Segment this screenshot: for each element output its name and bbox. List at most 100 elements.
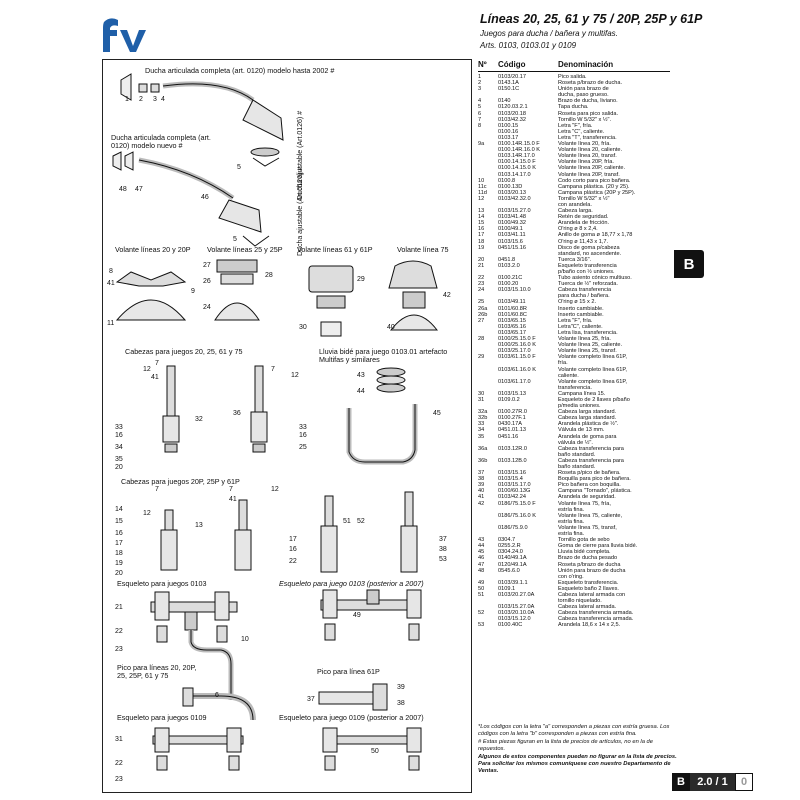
callout: 16 — [299, 432, 307, 439]
row-code: 0103/15.13 — [498, 390, 526, 397]
row-number: 1 — [478, 74, 482, 80]
callout: 22 — [115, 760, 123, 767]
row-code: 0103.17 — [498, 134, 519, 141]
label-esq-0109: Esqueleto para juegos 0109 — [117, 713, 207, 722]
row-description: p/media uniones. — [558, 403, 601, 410]
row-description: Esqueleto transferencia. — [558, 579, 619, 586]
col-number: Nº — [478, 60, 487, 69]
row-number: 53 — [478, 622, 485, 629]
row-code: 0103/20.10.0A — [498, 610, 535, 617]
row-number: 36a — [478, 445, 488, 452]
callout: 22 — [115, 628, 123, 635]
row-code: 0103/15.27.0A — [498, 604, 535, 611]
note-estria: *Los códigos con la letra "a" correspond… — [478, 724, 670, 737]
callout: 23 — [115, 646, 123, 653]
table-row: baño standard. — [478, 452, 670, 458]
row-description: ducha, paso grueso. — [558, 92, 609, 99]
parts-drawing-svg — [112, 73, 439, 771]
row-number: 32a — [478, 409, 488, 416]
row-description: con arandela. — [558, 201, 592, 208]
row-description: Volante línea 20P, fría. — [558, 159, 614, 166]
row-code: 0120/49.1A — [498, 561, 527, 568]
row-code: 0103/41.11 — [498, 232, 526, 239]
row-description: tornillo niquelado. — [558, 598, 602, 605]
label-cabezas-a: Cabezas para juegos 20, 25, 61 y 75 — [125, 347, 243, 356]
row-description: válvula de ½". — [558, 439, 593, 446]
page-subtitle: Juegos para ducha / bañera y multifas. — [480, 29, 618, 38]
row-number: 39 — [478, 482, 485, 489]
row-description: Cabeza lateral armada con — [558, 591, 626, 598]
row-description: Cabeza larga. — [558, 208, 593, 215]
row-code: 0100.40C — [498, 622, 523, 629]
row-description: Codo corto para pico bañera. — [558, 177, 631, 184]
row-number: 30 — [478, 390, 485, 397]
callout: 39 — [397, 684, 405, 691]
row-code: 0100.14.15.0 F — [498, 159, 536, 166]
row-code: 0103/65.15 — [498, 317, 526, 324]
callout: 52 — [357, 518, 365, 525]
row-description: Goma de cierre para lluvia bidé. — [558, 543, 638, 550]
callout: 5 — [237, 164, 241, 171]
row-code: 0451/15.16 — [498, 244, 526, 251]
callout: 7 — [271, 366, 275, 373]
row-description: Roseta p/pico de bañera. — [558, 470, 621, 477]
row-number: 37 — [478, 470, 485, 477]
row-description: Arandela de goma para — [558, 433, 617, 440]
callout: 34 — [115, 444, 123, 451]
row-number: 45 — [478, 549, 485, 556]
table-row: válvula de ½". — [478, 440, 670, 446]
row-number: 51 — [478, 591, 485, 598]
row-description: estría fina. — [558, 506, 585, 513]
row-code: 0103/15.17.0 — [498, 482, 531, 489]
row-code: 0103/39.1.1 — [498, 579, 528, 586]
row-code: 0140/49.1A — [498, 555, 527, 562]
table-row: fría. — [478, 360, 670, 366]
callout: 38 — [397, 700, 405, 707]
callout: 12 — [143, 366, 151, 373]
row-code: 0451.8 — [498, 256, 516, 263]
row-description: Tubo asiento cónico multiuso. — [558, 275, 632, 282]
row-description: Volante línea 20P, caliente. — [558, 165, 626, 172]
row-code: 0100/49.32 — [498, 220, 526, 227]
row-number: 26b — [478, 311, 488, 318]
row-code: 0451.16 — [498, 433, 519, 440]
callout: 41 — [107, 280, 115, 287]
label-ducha-nuevo: Ducha articulada completa (art. 0120) mo… — [111, 133, 211, 150]
row-code: 0103/15.12.0 — [498, 616, 531, 623]
row-description: p/baño con ½ uniones. — [558, 269, 615, 275]
callout: 43 — [357, 372, 365, 379]
row-code: 0103.14.17.0 — [498, 171, 531, 178]
row-number: 16 — [478, 226, 485, 233]
col-code: Código — [498, 60, 526, 69]
row-code: 0103/20.27.0A — [498, 591, 535, 598]
row-description: fría. — [558, 360, 568, 367]
callout: 40 — [387, 324, 395, 331]
callout: 8 — [109, 268, 113, 275]
callout: 48 — [119, 186, 127, 193]
row-code: 0120.03.2.1 — [498, 104, 528, 111]
row-description: Letra "F", fría. — [558, 122, 593, 129]
row-description: Campana "Tornado", plástica. — [558, 488, 632, 495]
row-number: 9a — [478, 141, 485, 148]
